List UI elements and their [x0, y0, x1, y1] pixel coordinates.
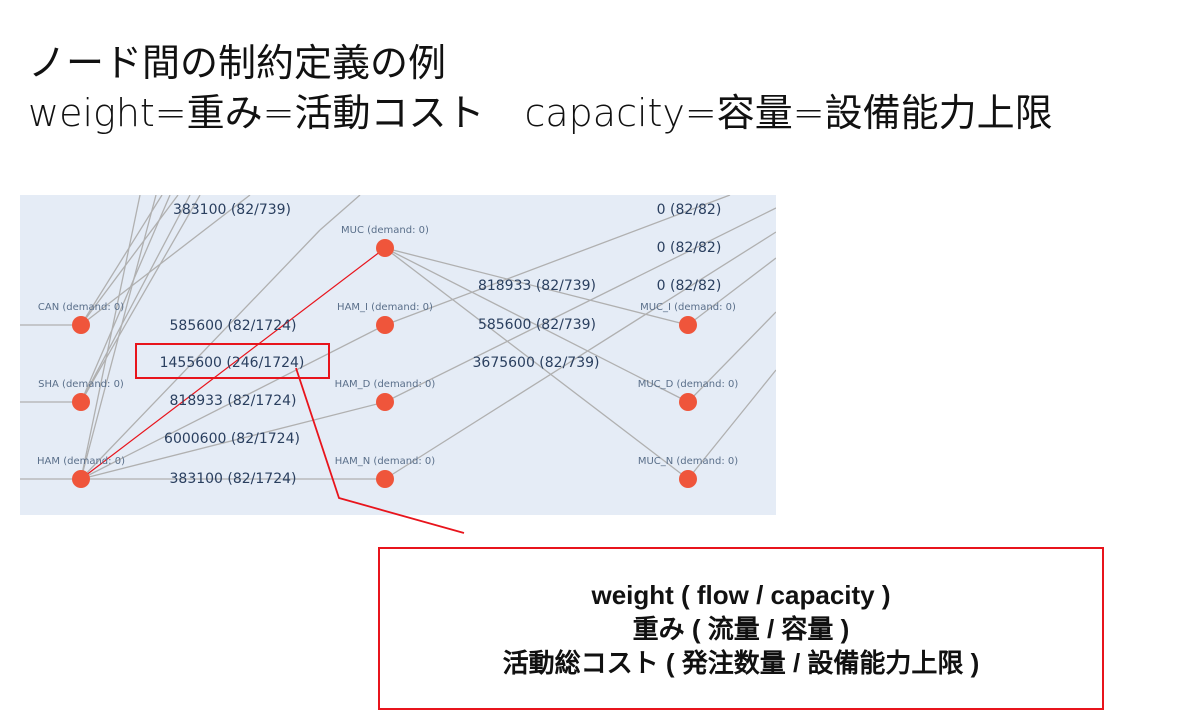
- node-label: SHA (demand: 0): [38, 379, 124, 390]
- network-graph: CAN (demand: 0) SHA (demand: 0) HAM (dem…: [20, 195, 776, 515]
- slide-subtitle: weight=重み=活動コスト capacity=容量=設備能力上限: [28, 82, 1053, 137]
- node-label: HAM_I (demand: 0): [337, 302, 433, 313]
- edge-label: 383100 (82/739): [173, 202, 291, 218]
- node-label: HAM_D (demand: 0): [335, 379, 436, 390]
- graph-edge: [80, 195, 179, 326]
- graph-edge: [80, 324, 386, 480]
- graph-edge: [80, 195, 163, 326]
- edge-label: 585600 (82/739): [478, 317, 596, 333]
- node-ham-n[interactable]: [376, 470, 394, 488]
- graph-edge: [80, 195, 191, 403]
- edge-label: 818933 (82/1724): [170, 393, 297, 409]
- graph-edge: [80, 195, 157, 480]
- graph-edge: [384, 247, 689, 326]
- node-muc-n[interactable]: [679, 470, 697, 488]
- graph-edge: [384, 195, 731, 326]
- node-label: CAN (demand: 0): [38, 302, 124, 313]
- node-ham[interactable]: [72, 470, 90, 488]
- node-label: MUC_I (demand: 0): [640, 302, 736, 313]
- graph-edge: [687, 369, 776, 480]
- callout-line-weight: weight ( flow / capacity ): [591, 579, 891, 610]
- slide-title: ノード間の制約定義の例: [28, 41, 447, 85]
- legend-callout: weight ( flow / capacity ) 重み ( 流量 / 容量 …: [378, 547, 1104, 710]
- node-sha[interactable]: [72, 393, 90, 411]
- edge-label: 383100 (82/1724): [170, 471, 297, 487]
- graph-edge: [80, 195, 201, 403]
- node-ham-i[interactable]: [376, 316, 394, 334]
- node-label: MUC (demand: 0): [341, 225, 429, 236]
- graph-edge: [80, 195, 141, 480]
- graph-edge: [384, 247, 689, 480]
- weight-definition: weight=重み=活動コスト: [28, 91, 485, 135]
- graph-edge: [319, 195, 361, 231]
- graph-edge: [687, 311, 776, 403]
- edge-label: 0 (82/82): [657, 278, 722, 294]
- edge-label: 3675600 (82/739): [473, 355, 600, 371]
- graph-edge: [687, 257, 776, 326]
- edge-label: 1455600 (246/1724): [160, 355, 305, 371]
- callout-line-omomi: 重み ( 流量 / 容量 ): [632, 613, 850, 644]
- node-label: MUC_N (demand: 0): [638, 456, 738, 467]
- edge-label: 0 (82/82): [657, 240, 722, 256]
- edge-label: 585600 (82/1724): [170, 318, 297, 334]
- graph-edge: [384, 247, 689, 403]
- graph-edge: [80, 195, 251, 326]
- node-can[interactable]: [72, 316, 90, 334]
- edge-label: 0 (82/82): [657, 202, 722, 218]
- edge-label: 818933 (82/739): [478, 278, 596, 294]
- node-label: HAM_N (demand: 0): [335, 456, 436, 467]
- node-ham-d[interactable]: [376, 393, 394, 411]
- callout-line-cost: 活動総コスト ( 発注数量 / 設備能力上限 ): [502, 647, 980, 678]
- edge-label: 6000600 (82/1724): [164, 431, 300, 447]
- node-label: MUC_D (demand: 0): [638, 379, 739, 390]
- node-label: HAM (demand: 0): [37, 456, 125, 467]
- graph-edge: [80, 195, 171, 403]
- node-muc-d[interactable]: [679, 393, 697, 411]
- node-muc-i[interactable]: [679, 316, 697, 334]
- node-muc[interactable]: [376, 239, 394, 257]
- capacity-definition: capacity=容量=設備能力上限: [524, 91, 1053, 135]
